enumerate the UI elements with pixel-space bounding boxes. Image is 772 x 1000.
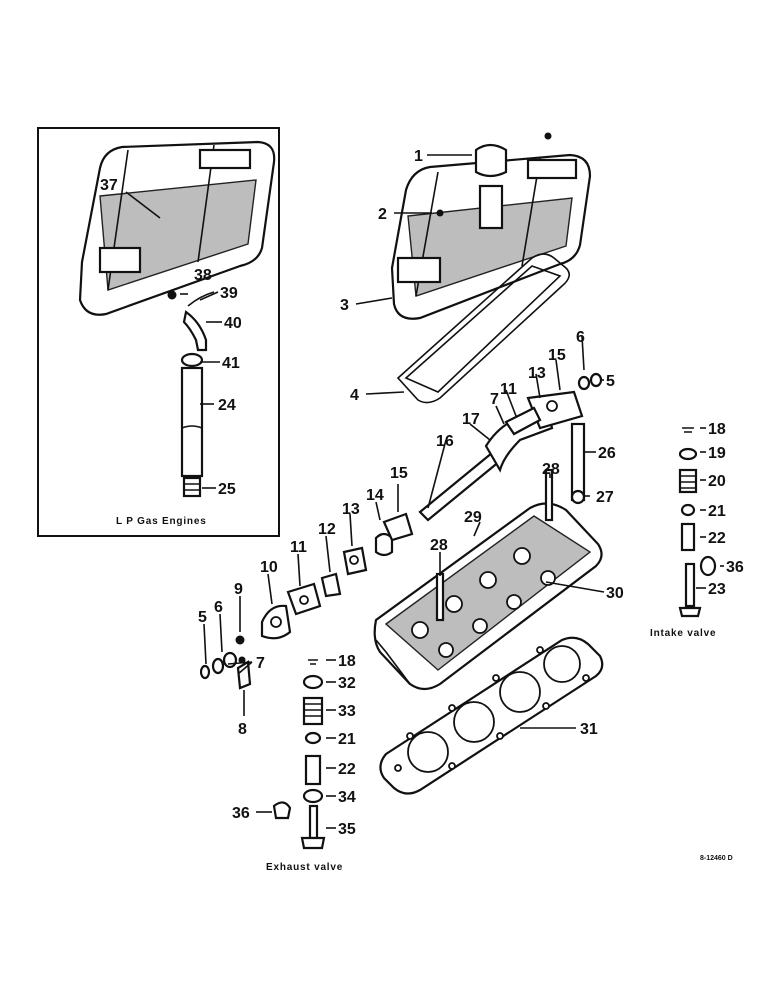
callout-13: 13 — [528, 365, 546, 382]
head-gasket — [379, 636, 604, 795]
callout-6-left: 6 — [214, 599, 223, 616]
callout-2: 2 — [378, 206, 387, 223]
callout-numbers: 1 2 3 4 5 6 7 11 13 15 16 17 26 27 28 29… — [100, 148, 744, 838]
inset-breather-assembly — [167, 290, 215, 498]
callout-40: 40 — [224, 315, 242, 332]
callout-9: 9 — [234, 581, 243, 598]
callout-38: 38 — [194, 267, 212, 284]
rocker-parts — [199, 512, 414, 690]
inset-frame — [37, 127, 280, 537]
valve-cover — [390, 132, 592, 320]
callout-18-exhaust: 18 — [338, 653, 356, 670]
callout-12: 12 — [318, 521, 336, 538]
cylinder-head — [373, 468, 603, 691]
callout-13-left: 13 — [342, 501, 360, 518]
callout-24: 24 — [218, 397, 236, 414]
valve-cover-gasket — [396, 253, 570, 404]
callout-36: 36 — [726, 559, 744, 576]
callout-16: 16 — [436, 433, 454, 450]
callout-19: 19 — [708, 445, 726, 462]
callout-3: 3 — [340, 297, 349, 314]
callout-14: 14 — [366, 487, 384, 504]
callout-39: 39 — [220, 285, 238, 302]
callout-20: 20 — [708, 473, 726, 490]
callout-34: 34 — [338, 789, 356, 806]
callout-11: 11 — [500, 381, 517, 398]
callout-6: 6 — [576, 329, 585, 346]
callout-5-left: 5 — [198, 609, 207, 626]
callout-4: 4 — [350, 387, 359, 404]
exhaust-valve-parts — [272, 659, 326, 850]
callout-27: 27 — [596, 489, 614, 506]
callout-32: 32 — [338, 675, 356, 692]
callout-41: 41 — [222, 355, 240, 372]
inset-valve-cover — [78, 140, 276, 316]
exhaust-valve-caption: Exhaust valve — [266, 862, 343, 873]
callout-21: 21 — [708, 503, 726, 520]
callout-36-exhaust: 36 — [232, 805, 250, 822]
callout-37: 37 — [100, 177, 118, 194]
leader-lines — [125, 154, 724, 829]
callout-15: 15 — [548, 347, 566, 364]
inset-caption: L P Gas Engines — [116, 516, 207, 527]
callout-5: 5 — [606, 373, 615, 390]
callout-17: 17 — [462, 411, 480, 428]
callout-25: 25 — [218, 481, 236, 498]
callout-8: 8 — [238, 721, 247, 738]
callout-10: 10 — [260, 559, 278, 576]
intake-valve-parts — [678, 427, 717, 618]
callout-30: 30 — [606, 585, 624, 602]
callout-21-exhaust: 21 — [338, 731, 356, 748]
callout-1: 1 — [414, 148, 423, 165]
callout-22: 22 — [708, 530, 726, 547]
callout-28-upper: 28 — [542, 461, 560, 478]
callout-31: 31 — [580, 721, 598, 738]
callout-7-left: 7 — [256, 655, 265, 672]
callout-11-left: 11 — [290, 539, 307, 556]
callout-22-exhaust: 22 — [338, 761, 356, 778]
callout-29: 29 — [464, 509, 482, 526]
callout-18: 18 — [708, 421, 726, 438]
callout-28-lower: 28 — [430, 537, 448, 554]
callout-35: 35 — [338, 821, 356, 838]
figure-id: 8-12460 D — [700, 855, 733, 862]
callout-7: 7 — [490, 391, 499, 408]
callout-23: 23 — [708, 581, 726, 598]
rocker-shaft-assembly — [418, 372, 603, 522]
callout-33: 33 — [338, 703, 356, 720]
callout-26: 26 — [598, 445, 616, 462]
intake-valve-caption: Intake valve — [650, 628, 716, 639]
callout-15-left: 15 — [390, 465, 408, 482]
